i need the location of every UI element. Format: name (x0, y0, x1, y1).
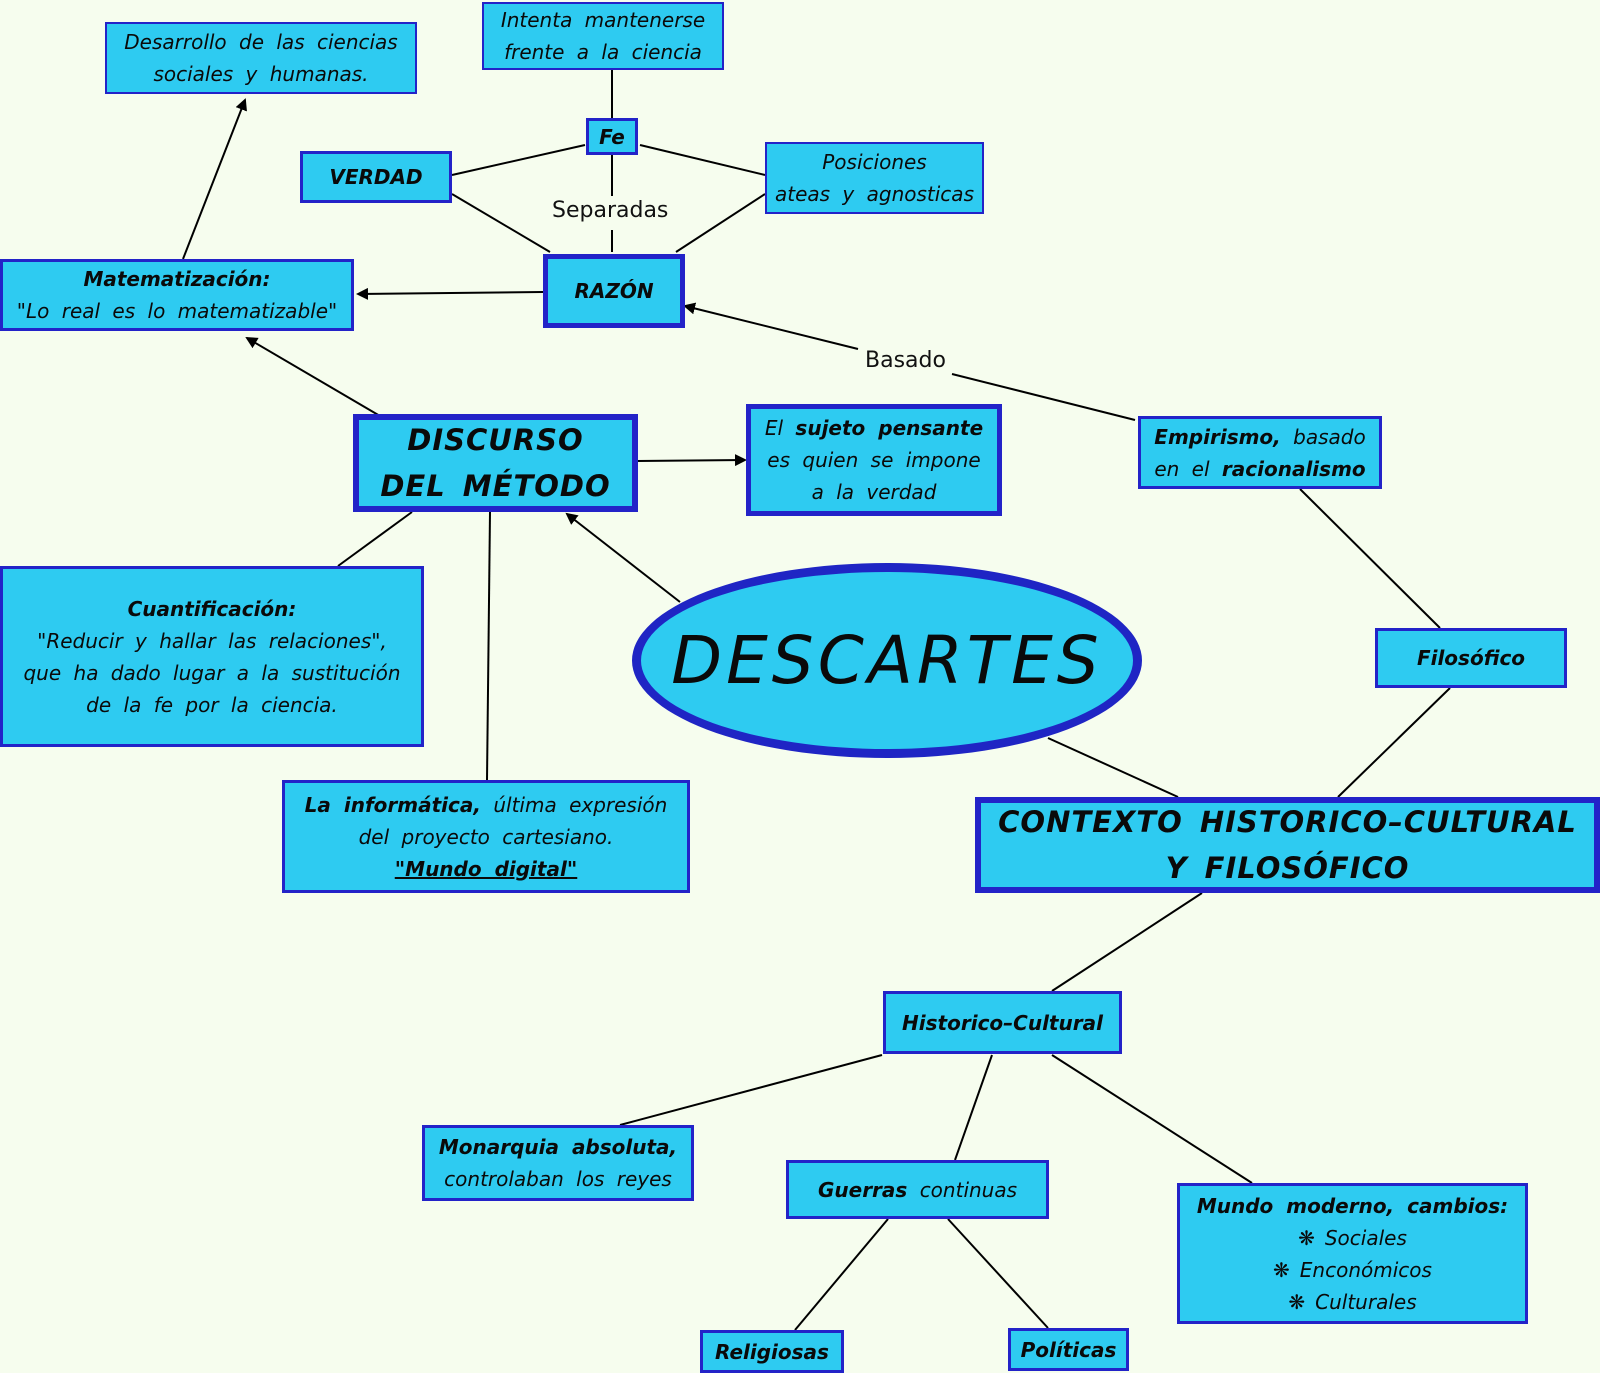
node-text: Políticas (1020, 1337, 1117, 1362)
link-fe-posiciones (639, 144, 766, 176)
link-posiciones-razon (675, 193, 766, 253)
node-bold: sujeto pensante (795, 416, 984, 440)
arrow-basado-razon (683, 302, 859, 350)
link-fe-verdad (451, 144, 586, 176)
node-text: en el (1154, 456, 1210, 481)
node-underlined: "Mundo digital" (394, 856, 578, 881)
node-matematizacion[interactable]: Matematización: "Lo real es lo matematiz… (0, 259, 354, 331)
link-empirismo-filosofico (1299, 488, 1441, 629)
asterisk-icon: ❋ (1298, 1225, 1315, 1250)
node-text: del proyecto cartesiano. (358, 824, 614, 849)
node-verdad[interactable]: VERDAD (300, 151, 452, 203)
link-guerras-religiosas (794, 1218, 889, 1331)
list-item-text: Enconómicos (1299, 1257, 1432, 1282)
node-empirismo[interactable]: Empirismo, basado en el racionalismo (1138, 416, 1382, 489)
node-mundo-moderno[interactable]: Mundo moderno, cambios: ❋ Sociales ❋ Encon… (1177, 1183, 1528, 1324)
node-bold: La informática, (304, 792, 481, 817)
node-razon[interactable]: RAZÓN (543, 254, 685, 328)
node-text: controlaban los reyes (444, 1167, 672, 1191)
node-informatica[interactable]: La informática, última expresión del pro… (282, 780, 690, 893)
node-text: basado (1293, 424, 1366, 449)
node-text: El (764, 416, 784, 440)
node-historico-cultural[interactable]: Historico–Cultural (883, 991, 1122, 1054)
list-item: ❋ Culturales (1288, 1286, 1416, 1318)
node-politicas[interactable]: Políticas (1008, 1328, 1129, 1371)
node-line2: Y FILOSÓFICO (1165, 851, 1410, 885)
link-empirismo-basado (951, 373, 1136, 421)
node-line1: CONTEXTO HISTORICO–CULTURAL (998, 804, 1577, 839)
center-title: DESCARTES (671, 622, 1103, 699)
link-descartes-contexto (1047, 737, 1179, 798)
node-bold: Monarquia absoluta, (438, 1135, 678, 1159)
arrow-descartes-discurso (565, 512, 681, 603)
node-bold: Guerras (817, 1177, 908, 1202)
node-religiosas[interactable]: Religiosas (700, 1330, 844, 1373)
node-bold: racionalismo (1221, 456, 1366, 481)
node-text: "Reducir y hallar las relaciones", que h… (23, 628, 401, 717)
node-line1: Empirismo, basado (1154, 421, 1365, 453)
link-discurso-informatica (486, 511, 491, 781)
arrow-discurso-matematizacion (245, 336, 381, 417)
node-text: RAZÓN (574, 279, 654, 303)
node-bold: Empirismo, (1154, 424, 1281, 449)
link-discurso-cuantificacion (337, 511, 413, 567)
node-text: Desarrollo de las ciencias sociales y hu… (124, 30, 398, 86)
link-contexto-historico (1051, 892, 1203, 992)
node-text: Intenta mantenerse frente a la ciencia (500, 8, 706, 64)
node-text: es quien se impone a la verdad (767, 448, 981, 504)
node-text: Fe (599, 124, 625, 149)
node-text: VERDAD (329, 165, 423, 189)
list-item-text: Sociales (1324, 1225, 1407, 1250)
link-historico-guerras (954, 1054, 993, 1161)
list-item: ❋ Sociales (1298, 1222, 1407, 1254)
link-verdad-razon (451, 193, 551, 253)
node-sujeto-pensante[interactable]: El sujeto pensante es quien se impone a … (746, 404, 1002, 516)
node-text: Religiosas (715, 1339, 829, 1364)
node-text: Filosófico (1416, 646, 1526, 670)
arrow-razon-matematizacion (356, 287, 544, 300)
node-discurso-metodo[interactable]: DISCURSO DEL MÉTODO (353, 414, 638, 512)
node-line1: Guerras continuas (818, 1174, 1017, 1206)
node-intenta-mantenerse[interactable]: Intenta mantenerse frente a la ciencia (482, 2, 724, 70)
node-line2: en el racionalismo (1154, 453, 1365, 485)
link-historico-monarquia (619, 1054, 883, 1126)
node-monarquia[interactable]: Monarquia absoluta, controlaban los reye… (422, 1125, 694, 1201)
label-separadas: Separadas (548, 198, 673, 223)
arrow-discurso-sujeto (636, 454, 747, 467)
node-line1: La informática, última expresión (305, 789, 668, 821)
asterisk-icon: ❋ (1273, 1257, 1290, 1282)
node-desarrollo-ciencias[interactable]: Desarrollo de las ciencias sociales y hu… (105, 22, 417, 94)
node-line2: DEL MÉTODO (380, 469, 611, 503)
link-filosofico-contexto (1337, 687, 1451, 798)
node-title: Cuantificación: (127, 596, 297, 621)
node-posiciones[interactable]: Posiciones ateas y agnosticas (765, 142, 984, 214)
node-fe[interactable]: Fe (586, 118, 638, 155)
node-title: Matematización: (83, 267, 271, 291)
arrow-matematizacion-desarrollo (182, 98, 247, 260)
node-filosofico[interactable]: Filosófico (1375, 628, 1567, 688)
node-title: Mundo moderno, cambios: (1196, 1193, 1509, 1218)
list-item-text: Culturales (1315, 1289, 1417, 1314)
node-text: Posiciones ateas y agnosticas (775, 150, 974, 206)
node-text: Historico–Cultural (902, 1010, 1103, 1035)
node-text: "Lo real es lo matematizable" (16, 299, 338, 323)
node-text: continuas (919, 1177, 1018, 1202)
label-basado: Basado (861, 348, 950, 373)
node-text: última expresión (493, 792, 668, 817)
node-line1: El sujeto pensante (765, 412, 983, 444)
link-guerras-politicas (947, 1218, 1049, 1329)
link-historico-mundo (1051, 1054, 1253, 1184)
node-contexto[interactable]: CONTEXTO HISTORICO–CULTURAL Y FILOSÓFICO (975, 797, 1600, 893)
node-descartes[interactable]: DESCARTES (632, 563, 1142, 758)
node-guerras[interactable]: Guerras continuas (786, 1160, 1049, 1219)
asterisk-icon: ❋ (1288, 1289, 1306, 1314)
node-line1: DISCURSO (407, 422, 584, 457)
list-item: ❋ Enconómicos (1273, 1254, 1432, 1286)
node-cuantificacion[interactable]: Cuantificación: "Reducir y hallar las re… (0, 566, 424, 747)
